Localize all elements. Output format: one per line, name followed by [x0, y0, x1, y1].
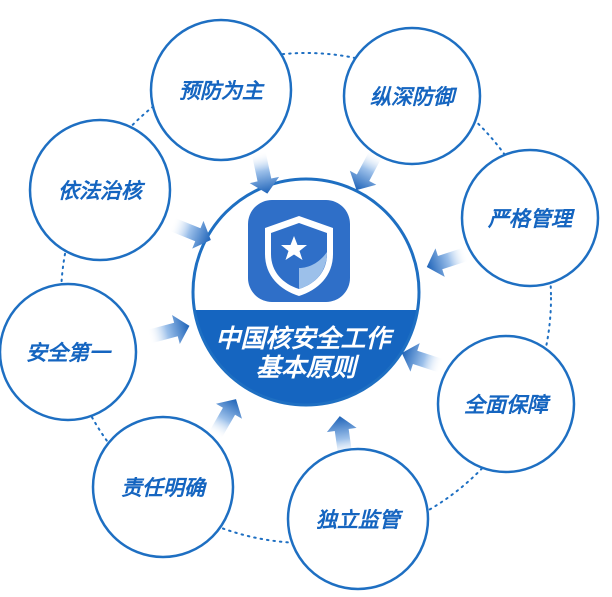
principle-node-circle	[91, 415, 235, 559]
inward-arrow-icon	[169, 217, 211, 249]
principle-node-circle	[460, 148, 600, 288]
inward-arrow-icon	[326, 416, 357, 459]
principle-node: 纵深防御	[342, 26, 482, 166]
principle-node: 严格管理	[460, 148, 600, 288]
shield-star-icon	[248, 200, 350, 302]
principle-node-circle	[149, 18, 293, 162]
center-circle: 中国核安全工作 基本原则	[191, 177, 421, 407]
principle-node-circle	[436, 334, 576, 474]
principle-node-label: 安全第一	[26, 341, 112, 365]
principle-node-label: 预防为主	[179, 79, 265, 103]
inward-arrow-icon	[147, 314, 190, 344]
principle-node-label: 依法治核	[58, 179, 146, 203]
principle-node-circle	[0, 282, 138, 422]
inward-arrow-icon	[208, 399, 242, 440]
principle-node-label: 独立监管	[316, 508, 404, 532]
inward-arrow-icon	[426, 247, 469, 277]
principle-node: 预防为主	[149, 18, 293, 162]
inward-arrow-icon	[249, 151, 280, 194]
principle-node-label: 纵深防御	[370, 85, 458, 109]
principle-node: 全面保障	[436, 334, 576, 474]
center-title-line1: 中国核安全工作	[215, 324, 394, 353]
principle-node-circle	[286, 447, 430, 591]
principle-node-circle	[28, 118, 172, 262]
principle-node-label: 严格管理	[487, 207, 575, 231]
inward-arrow-icon	[349, 149, 383, 191]
inward-arrow-icon	[401, 343, 444, 373]
principle-node: 安全第一	[0, 282, 138, 422]
center-title-line2: 基本原则	[256, 353, 360, 382]
principle-node: 独立监管	[286, 447, 430, 591]
principle-node-label: 全面保障	[464, 393, 551, 417]
principle-node: 依法治核	[28, 118, 172, 262]
principle-node: 责任明确	[91, 415, 235, 559]
principle-node-circle	[342, 26, 482, 166]
principle-node-label: 责任明确	[121, 476, 208, 500]
